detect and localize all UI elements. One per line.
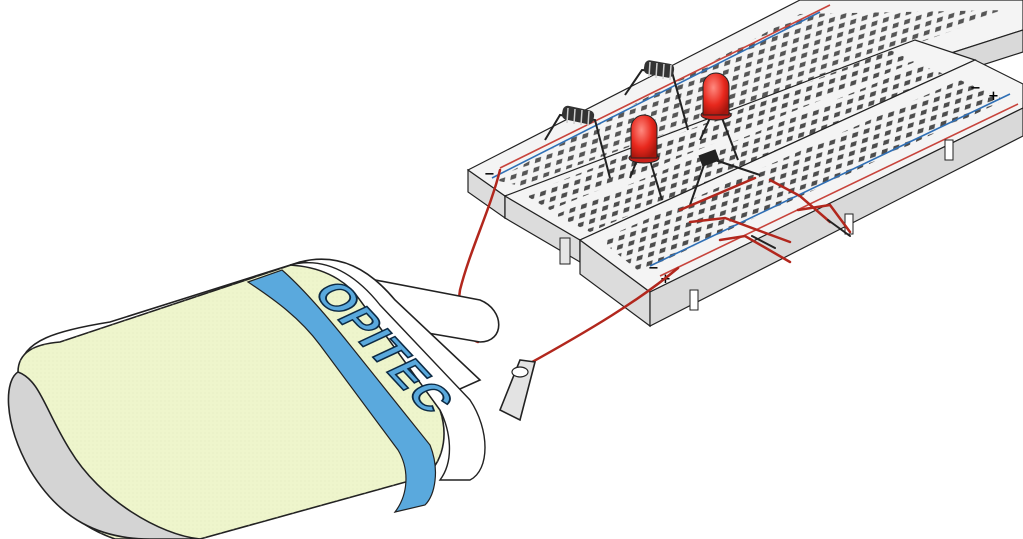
diode-body bbox=[698, 149, 720, 167]
battery-stripe bbox=[246, 269, 436, 513]
breadboard: − − + − + bbox=[466, 0, 1023, 328]
diode-lead bbox=[689, 161, 706, 206]
jumper-wires bbox=[678, 176, 852, 264]
resistor-body bbox=[561, 105, 595, 125]
led-dome bbox=[702, 72, 730, 116]
led-lead bbox=[721, 117, 739, 161]
resistor-bands bbox=[648, 61, 672, 81]
jumper-wire-red bbox=[678, 176, 757, 212]
led-lead bbox=[699, 117, 711, 141]
diode bbox=[689, 149, 761, 206]
jumper-wire-black bbox=[751, 235, 776, 249]
battery-contact-negative bbox=[362, 276, 500, 343]
hole-grid-middle-right bbox=[555, 65, 955, 232]
resistor-bands bbox=[566, 107, 590, 127]
breadboard-lower-module: − + − + bbox=[578, 59, 1023, 328]
led-lead bbox=[629, 159, 638, 179]
board-notch bbox=[944, 139, 954, 161]
battery-lead-positive bbox=[523, 266, 680, 368]
rail-line-red-upper bbox=[499, 4, 831, 169]
battery-label bbox=[289, 262, 486, 481]
rail-sign-plus-lower: + bbox=[988, 89, 999, 104]
board-front bbox=[649, 107, 1023, 327]
board-notch bbox=[689, 289, 699, 311]
rail-line-blue-lower bbox=[649, 93, 1011, 267]
jumper-wire-black bbox=[827, 219, 851, 237]
resistor-right bbox=[624, 60, 689, 131]
jumper-wire-red bbox=[688, 216, 792, 244]
resistor-left bbox=[544, 105, 611, 179]
battery-terminal bbox=[511, 366, 529, 378]
rail-sign-minus-front: − bbox=[648, 261, 659, 276]
led-right bbox=[699, 72, 739, 161]
rail-sign-minus-lower: − bbox=[970, 81, 981, 96]
jumper-wire-red bbox=[796, 203, 852, 234]
rail-line-blue-upper bbox=[491, 11, 821, 179]
led-left bbox=[628, 114, 663, 201]
led-dome bbox=[630, 114, 658, 159]
battery-end-cap bbox=[7, 371, 201, 539]
jumper-wire-red bbox=[768, 178, 832, 224]
diode-lead bbox=[714, 159, 761, 176]
board-clip bbox=[559, 237, 571, 265]
jumper-wire-red bbox=[718, 234, 792, 264]
resistor-body bbox=[643, 60, 675, 78]
battery: OPITEC bbox=[7, 258, 537, 539]
hole-grid-lower bbox=[600, 80, 1005, 272]
led-lead bbox=[649, 159, 663, 201]
rail-line-red-lower bbox=[659, 103, 1019, 277]
rail-sign-minus-upper: − bbox=[484, 167, 495, 182]
hole-grid-middle-left bbox=[525, 50, 915, 210]
